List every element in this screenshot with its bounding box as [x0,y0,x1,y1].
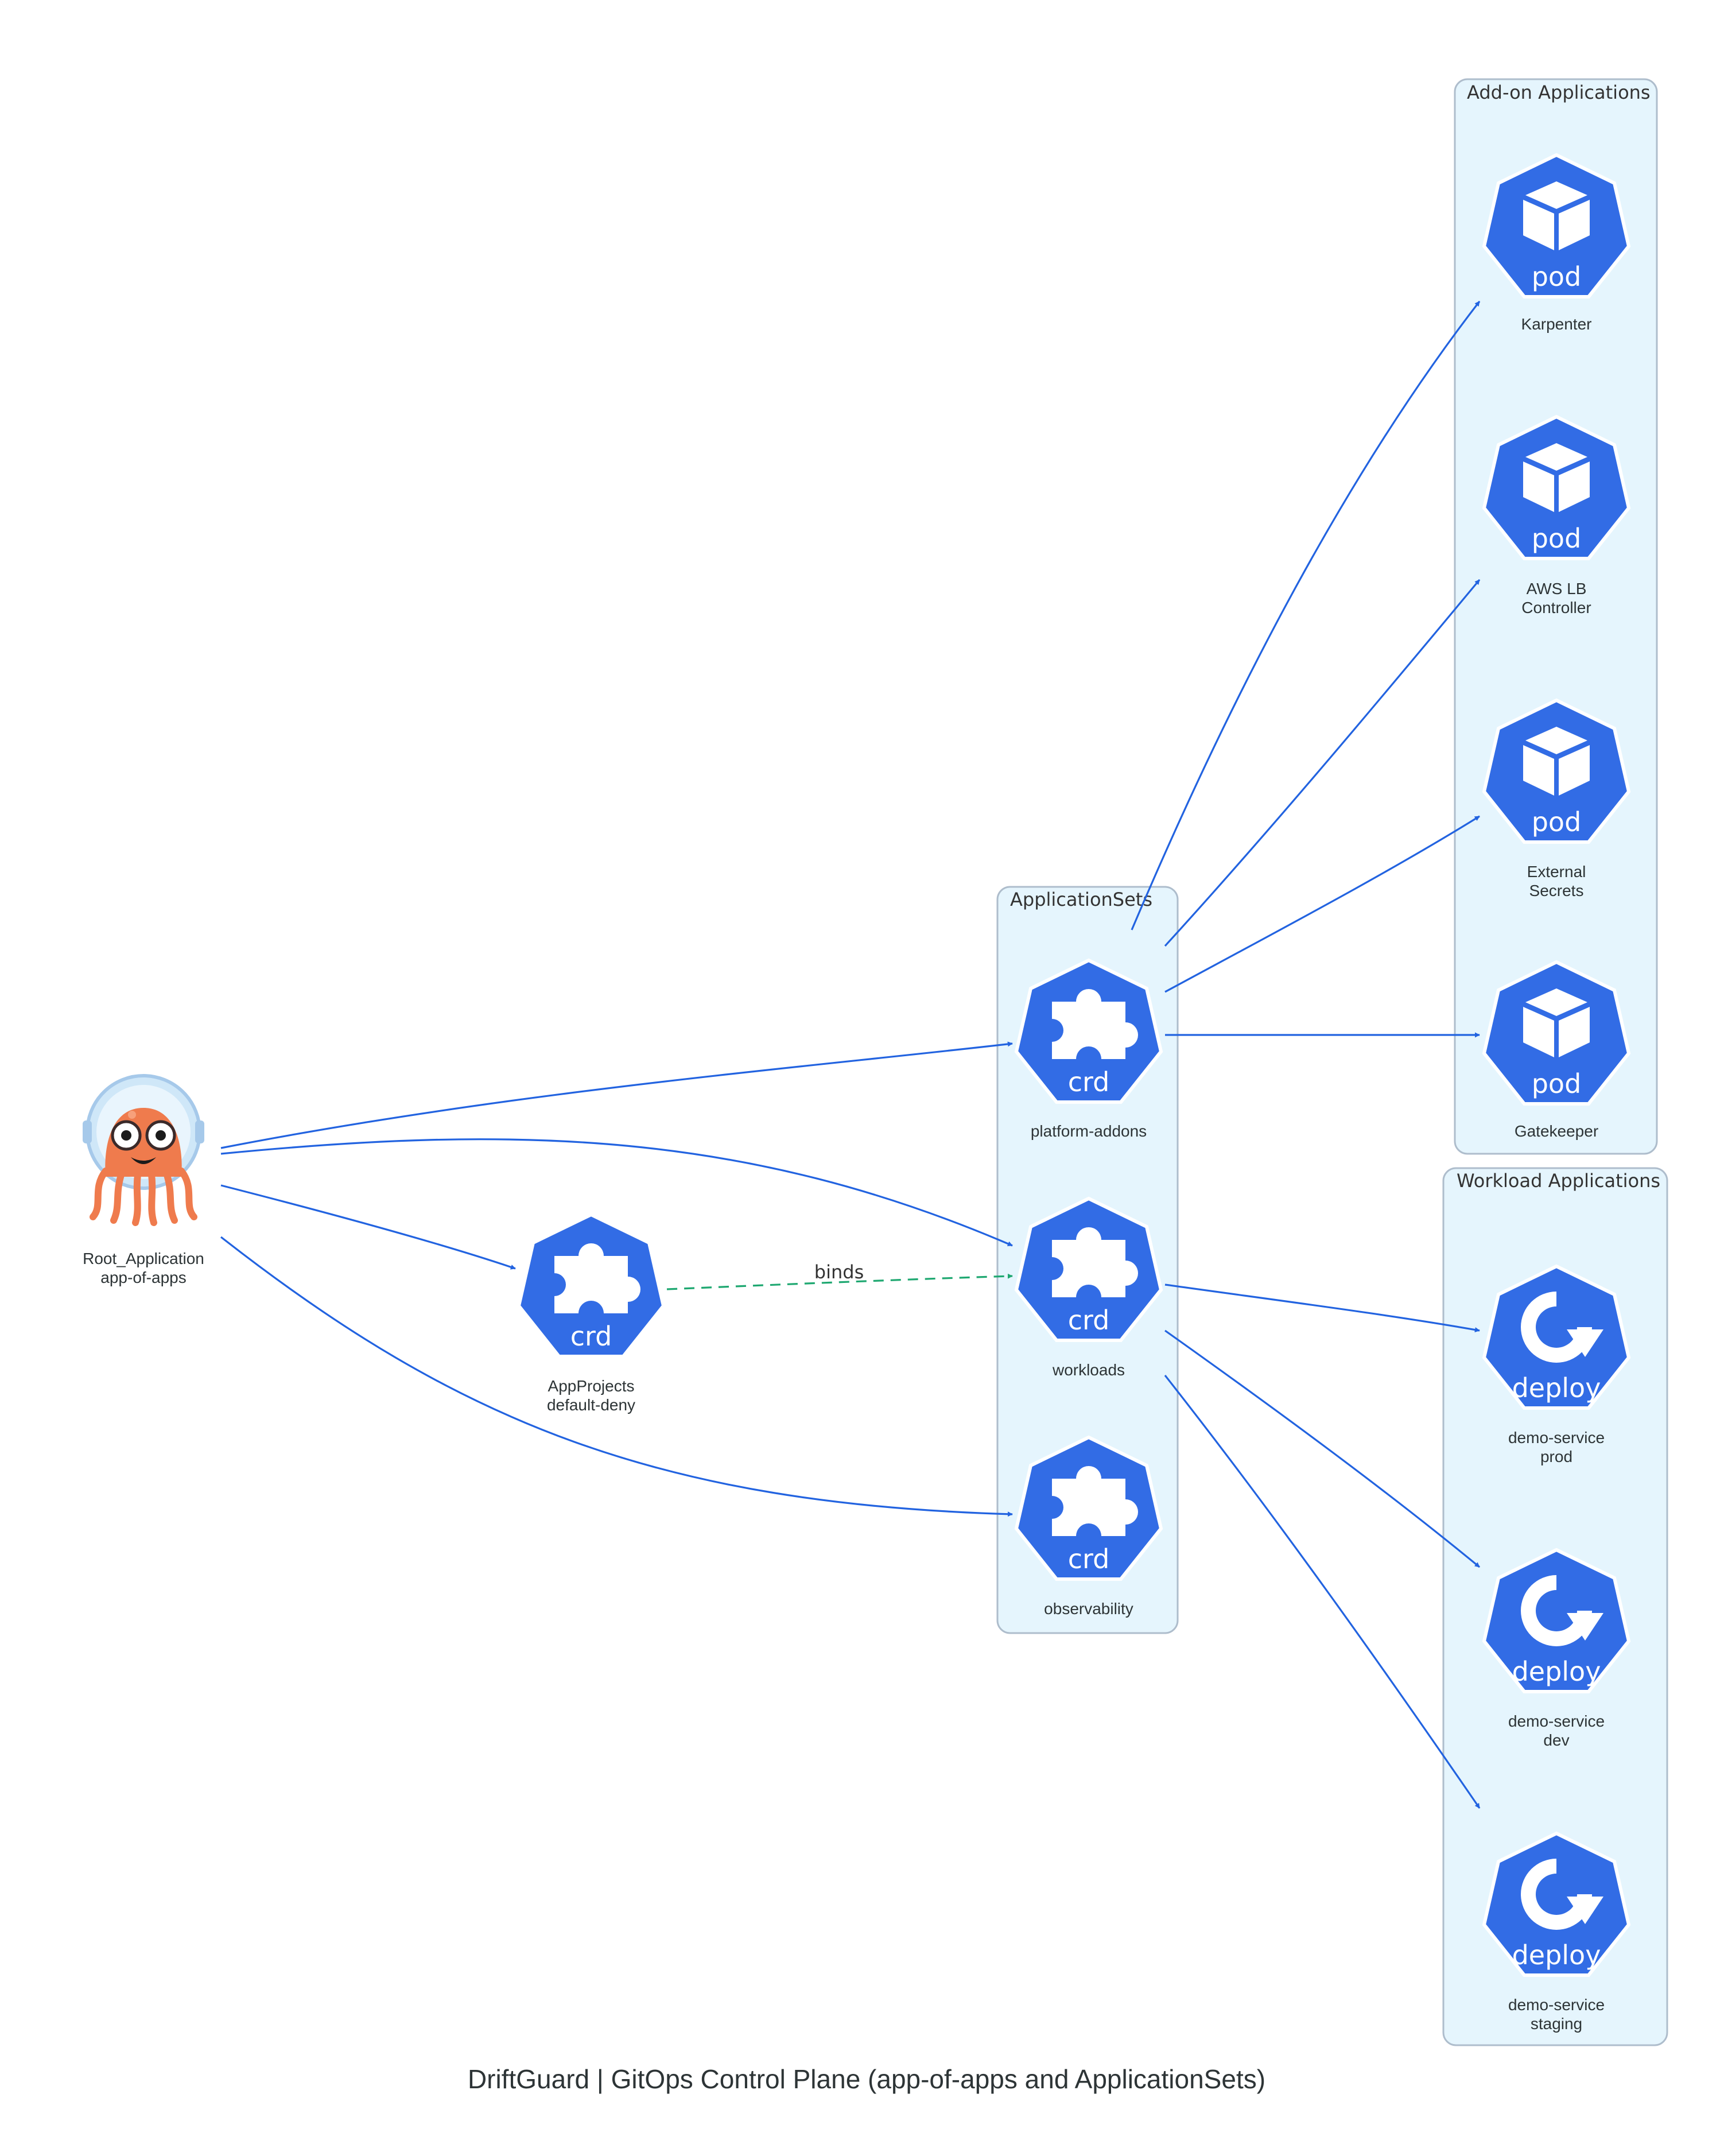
crd-icon-text: crd [1068,1544,1110,1575]
node-workloads-label: workloads [1052,1361,1125,1379]
deploy-icon: deploy [1484,1550,1629,1692]
deploy-icon-text: deploy [1512,1940,1601,1971]
crd-icon: crd [519,1215,663,1356]
cluster-addons-bg [1454,78,1658,1155]
edge-appprojects-to-workloads [666,1273,1013,1290]
node-demo-staging-label-line2: staging [1531,2015,1582,2033]
edges: binds [220,301,1481,1809]
node-observability[interactable]: crd observability [1016,1437,1161,1618]
node-karpenter[interactable]: pod Karpenter [1484,155,1629,333]
edge-label-binds: binds [814,1261,864,1283]
pod-icon: pod [1484,155,1629,297]
edge-platform-addons-to-external-secrets [1164,815,1480,993]
edge-platform-addons-to-awslb [1164,579,1481,947]
node-external-secrets-label-line1: External [1527,863,1586,881]
deploy-icon-text: deploy [1512,1372,1601,1403]
cluster-addons-label: Add-on Applications [1467,82,1651,103]
cluster-addons: Add-on Applications [1454,78,1658,1155]
pod-icon-text: pod [1532,261,1582,292]
edge-root-to-observability [220,1236,1013,1517]
node-karpenter-label: Karpenter [1521,315,1592,333]
crd-icon-text: crd [570,1321,612,1352]
edge-workloads-to-demo-prod [1164,1283,1480,1333]
node-gatekeeper-label: Gatekeeper [1515,1122,1598,1140]
pod-icon: pod [1484,417,1629,559]
edge-root-to-platform-addons [220,1041,1013,1149]
cluster-applicationsets-label: ApplicationSets [1010,889,1152,910]
node-external-secrets-label-line2: Secrets [1529,882,1584,899]
crd-icon-text: crd [1068,1067,1110,1098]
node-observability-label: observability [1044,1600,1133,1618]
crd-icon: crd [1016,1437,1161,1579]
node-appprojects-label-line2: default-deny [547,1396,635,1414]
node-demo-dev-label-line2: dev [1543,1731,1569,1749]
node-demo-service-staging[interactable]: deploy demo-service staging [1484,1833,1629,2033]
node-root-application[interactable]: Root_Application app-of-apps [83,1074,204,1286]
edge-platform-addons-to-karpenter [1131,301,1481,930]
deploy-icon: deploy [1484,1266,1629,1408]
node-root-label-line2: app-of-apps [100,1269,186,1286]
node-awslb-label-line1: AWS LB [1527,580,1587,598]
node-platform-addons[interactable]: crd platform-addons [1016,960,1161,1140]
deploy-icon-text: deploy [1512,1656,1601,1687]
pod-icon-text: pod [1532,1068,1582,1099]
pod-icon-text: pod [1532,806,1582,837]
pod-icon: pod [1484,962,1629,1104]
argocd-octopus-icon [83,1074,204,1226]
crd-icon: crd [1016,1199,1161,1340]
diagram-title: DriftGuard | GitOps Control Plane (app-o… [468,2064,1265,2094]
node-demo-prod-label-line2: prod [1540,1448,1572,1465]
edge-workloads-to-demo-staging [1164,1375,1481,1809]
edge-root-to-appprojects [220,1184,516,1270]
node-demo-prod-label-line1: demo-service [1508,1429,1605,1447]
node-aws-lb-controller[interactable]: pod AWS LB Controller [1484,417,1629,616]
node-external-secrets[interactable]: pod External Secrets [1484,700,1629,899]
node-appprojects-label-line1: AppProjects [548,1377,635,1395]
node-appprojects[interactable]: crd AppProjects default-deny [519,1215,663,1414]
pod-icon: pod [1484,700,1629,842]
cluster-workloads-label: Workload Applications [1457,1170,1660,1192]
edge-root-to-workloads [220,1138,1013,1247]
node-demo-staging-label-line1: demo-service [1508,1996,1605,2014]
node-awslb-label-line2: Controller [1521,599,1591,616]
node-demo-service-prod[interactable]: deploy demo-service prod [1484,1266,1629,1465]
crd-icon: crd [1016,960,1161,1102]
node-root-label-line1: Root_Application [83,1250,204,1267]
node-demo-service-dev[interactable]: deploy demo-service dev [1484,1550,1629,1749]
node-platform-addons-label: platform-addons [1031,1122,1147,1140]
crd-icon-text: crd [1068,1305,1110,1336]
node-workloads[interactable]: crd workloads [1016,1199,1161,1379]
node-gatekeeper[interactable]: pod Gatekeeper [1484,962,1629,1140]
edge-workloads-to-demo-dev [1164,1329,1481,1568]
node-demo-dev-label-line1: demo-service [1508,1712,1605,1730]
pod-icon-text: pod [1532,523,1582,554]
deploy-icon: deploy [1484,1833,1629,1975]
